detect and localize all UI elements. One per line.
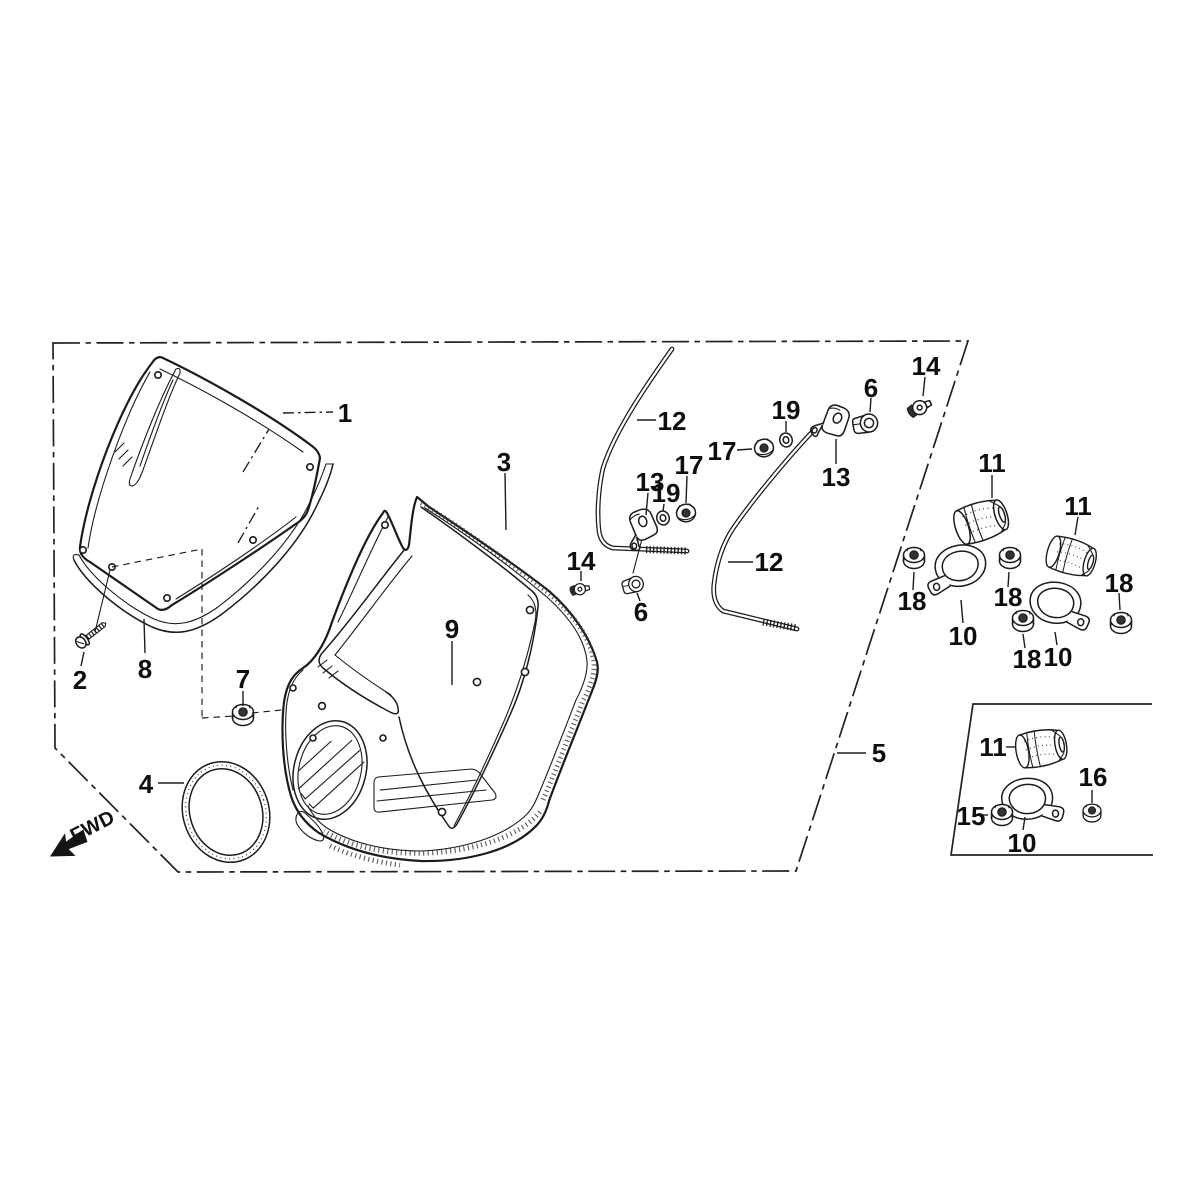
clamp-10-b [1026, 578, 1094, 632]
callout-17-a: 17 [675, 450, 704, 480]
callout-18-c: 18 [1013, 644, 1042, 674]
clamp-13-right [807, 398, 855, 449]
nut-16 [1082, 803, 1102, 823]
nut-18-a [902, 546, 926, 570]
stay-left-group [568, 346, 698, 598]
callout-19-a: 19 [652, 478, 681, 508]
bushing-11-a [949, 493, 1014, 549]
windshield [78, 356, 322, 719]
capnut-6-left [620, 574, 646, 596]
mount-cluster-right [902, 493, 1133, 635]
fwd-label: FWD [67, 806, 119, 847]
callout-12-a: 12 [658, 406, 687, 436]
callout-9: 9 [445, 614, 459, 644]
callout-11-c: 11 [979, 732, 1007, 762]
callout-11-b: 11 [1064, 491, 1092, 521]
screw-14-right [904, 395, 935, 420]
clamp-13-left [621, 505, 663, 553]
nut-18-b [998, 546, 1022, 570]
callout-6-a: 6 [634, 597, 648, 627]
callout-13-a: 13 [636, 467, 665, 497]
bushing-11-c [1012, 725, 1071, 772]
fwd-arrow-icon [50, 829, 88, 857]
callout-18-b: 18 [994, 582, 1023, 612]
callout-1: 1 [338, 398, 352, 428]
capnut-6-right [850, 411, 880, 436]
callout-10-b: 10 [1044, 642, 1073, 672]
stay-right-group [711, 395, 935, 632]
nut-15 [990, 803, 1014, 827]
nut-18-c [1011, 609, 1035, 633]
headlight-opening [292, 719, 368, 821]
callout-19-b: 19 [772, 395, 801, 425]
callout-14-a: 14 [567, 546, 596, 576]
callout-8: 8 [138, 654, 152, 684]
callout-12-b: 12 [755, 547, 784, 577]
callout-6-b: 6 [864, 373, 878, 403]
callout-2: 2 [73, 665, 87, 695]
trim-ring [181, 760, 271, 864]
screw-14-left [568, 581, 591, 598]
callout-11-a: 11 [978, 448, 1006, 478]
nut-7 [231, 703, 255, 727]
nut-17-right [752, 436, 776, 460]
callout-10-c: 10 [1008, 828, 1037, 858]
callout-14-b: 14 [912, 351, 941, 381]
callout-4: 4 [139, 769, 154, 799]
windshield-molding [72, 463, 334, 634]
callout-3: 3 [497, 447, 511, 477]
callout-7: 7 [236, 664, 250, 694]
washer-19-right [777, 430, 795, 450]
callout-labels: 1 2 8 7 3 9 14 6 12 13 19 17 17 19 13 6 … [73, 351, 1134, 858]
callout-10-a: 10 [949, 621, 978, 651]
fwd-arrow: FWD [50, 806, 119, 857]
washer-19-left [654, 508, 672, 528]
front-cowl [281, 495, 599, 868]
screw-2 [74, 622, 107, 649]
callout-13-b: 13 [822, 462, 851, 492]
callout-5: 5 [872, 738, 886, 768]
callout-18-a: 18 [898, 586, 927, 616]
leader-lines [80, 376, 1121, 831]
callout-15: 15 [957, 801, 986, 831]
bushing-11-b [1042, 532, 1101, 582]
screw-2-assembly-line [94, 569, 111, 633]
main-assembly-boundary [52, 340, 970, 873]
nut-18-d [1109, 611, 1133, 635]
callout-16: 16 [1079, 762, 1108, 792]
clamp-10-a [921, 540, 991, 597]
callout-17-b: 17 [708, 436, 737, 466]
sub-assembly-boundary [950, 703, 1153, 856]
callout-18-d: 18 [1105, 568, 1134, 598]
